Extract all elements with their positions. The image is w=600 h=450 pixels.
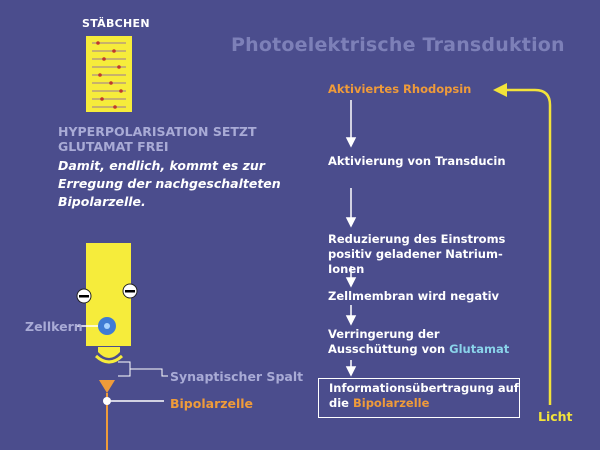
rod-label: STÄBCHEN [82, 17, 150, 30]
rod-cell-icon [86, 36, 132, 112]
negative-charge-icon [122, 283, 138, 299]
cascade-step: Verringerung der Ausschüttung von Glutam… [328, 327, 510, 356]
bipolar-cell-label: Bipolarzelle [170, 396, 254, 411]
hyperpolarisation-heading: HYPERPOLARISATION SETZT GLUTAMAT FREI [58, 124, 257, 154]
cascade-step-final: Informationsübertragung auf die Bipolarz… [318, 378, 520, 418]
cascade-step: Zellmembran wird negativ [328, 289, 500, 303]
cascade-step: Aktiviertes Rhodopsin [328, 82, 472, 96]
glutamat-highlight: Glutamat [449, 342, 510, 356]
cascade-step: Reduzierung des Einstroms positiv gelade… [328, 232, 506, 276]
cascade-step: Aktivierung von Transducin [328, 154, 506, 168]
synaptic-terminal [98, 347, 120, 358]
synaptic-cleft-label: Synaptischer Spalt [170, 369, 304, 384]
nucleus-label: Zellkern [25, 319, 83, 334]
light-arrow [505, 88, 552, 405]
bipolar-cell-dendrite [99, 380, 115, 393]
hyperpolarisation-description: Damit, endlich, kommt es zur Erregung de… [58, 158, 281, 209]
negative-charge-icon [76, 288, 92, 304]
bipolarzelle-highlight: Bipolarzelle [352, 396, 430, 410]
synaptic-cleft-bracket [118, 361, 168, 377]
page-title: Photoelektrische Transduktion [231, 34, 565, 56]
light-label: Licht [538, 409, 573, 424]
